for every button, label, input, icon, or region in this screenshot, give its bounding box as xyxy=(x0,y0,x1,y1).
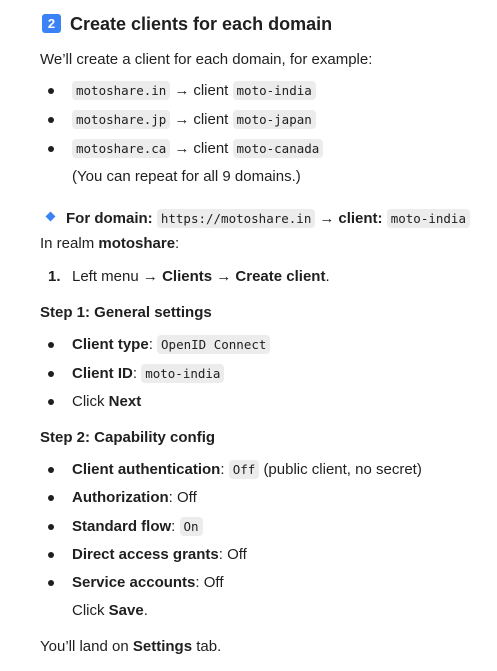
settings-tab-name: Settings xyxy=(132,638,193,655)
domain-line: For domain: https://motoshare.in→client:… xyxy=(66,209,470,229)
client-code: moto-india xyxy=(232,81,316,100)
authorization-label: Authorization xyxy=(72,489,169,506)
step2-title: Step 2: Capability config xyxy=(40,429,216,446)
save-target: Save xyxy=(108,602,144,619)
realm-suffix: : xyxy=(175,235,180,252)
domain-code: motoshare.jp xyxy=(72,110,171,129)
domain-code: motoshare.in xyxy=(72,81,171,100)
service-accounts-label: Service accounts xyxy=(72,574,196,591)
client-type-code: OpenID Connect xyxy=(157,335,271,354)
list-number: 1. xyxy=(48,268,61,285)
service-accounts-item: Service accounts: Off xyxy=(72,574,224,591)
menu-prefix: Left menu xyxy=(72,268,143,285)
footer-prefix: You’ll land on xyxy=(40,638,133,655)
click-prefix: Click xyxy=(72,602,109,619)
client-word: client xyxy=(193,111,229,128)
client-id-item: Client ID: moto-india xyxy=(72,364,225,384)
footer-suffix: tab. xyxy=(192,638,222,655)
example-item-3: motoshare.ca→client moto-canada xyxy=(72,139,324,159)
realm-name: motoshare xyxy=(98,235,176,252)
step1-title: Step 1: General settings xyxy=(40,304,212,321)
bullet xyxy=(48,399,54,405)
arrow: → xyxy=(142,268,158,285)
next-target: Next xyxy=(108,393,142,410)
step-list-item: Left menu → Clients → Create client. xyxy=(72,267,330,287)
arrow: → xyxy=(216,268,232,285)
client-auth-item: Client authentication: Off (public clien… xyxy=(72,460,422,479)
domain-url-code: https://motoshare.in xyxy=(156,209,316,228)
arrow: → xyxy=(319,210,335,227)
bullet xyxy=(48,342,54,348)
example-item-1: motoshare.in→client moto-india xyxy=(72,81,316,101)
arrow: → xyxy=(174,82,190,99)
domain-code: motoshare.ca xyxy=(72,139,171,158)
arrow: → xyxy=(174,111,190,128)
example-item-2: motoshare.jp→client moto-japan xyxy=(72,110,316,130)
bullet xyxy=(48,467,54,473)
direct-access-item: Direct access grants: Off xyxy=(72,546,247,563)
domain-label: For domain: xyxy=(66,210,153,227)
bullet xyxy=(48,495,54,501)
client-auth-code: Off xyxy=(228,460,260,479)
realm-line: In realm motoshare: xyxy=(40,234,179,254)
footer-text: You’ll land on Settings tab. xyxy=(40,637,221,657)
intro-text: We’ll create a client for each domain, f… xyxy=(40,51,373,68)
client-type-item: Client type: OpenID Connect xyxy=(72,335,271,355)
client-word: client xyxy=(193,140,229,157)
bullet xyxy=(48,371,54,377)
client-auth-label: Client authentication xyxy=(72,461,221,478)
step-number-badge: 2 xyxy=(42,14,61,33)
menu-clients: Clients xyxy=(162,268,213,285)
client-word: client xyxy=(193,82,229,99)
direct-access-label: Direct access grants xyxy=(72,546,219,563)
authorization-item: Authorization: Off xyxy=(72,489,197,506)
bullet xyxy=(48,88,54,94)
direct-access-value: Off xyxy=(227,546,247,563)
bullet xyxy=(48,524,54,530)
standard-flow-label: Standard flow xyxy=(72,518,172,535)
bullet xyxy=(48,580,54,586)
arrow: → xyxy=(174,140,190,157)
client-id-code: moto-india xyxy=(141,364,225,383)
click-save-item: Click Save. xyxy=(72,601,148,621)
menu-create-client: Create client xyxy=(235,268,326,285)
client-code: moto-canada xyxy=(232,139,324,158)
bullet xyxy=(48,552,54,558)
client-code: moto-india xyxy=(386,209,470,228)
repeat-note: (You can repeat for all 9 domains.) xyxy=(72,168,301,185)
client-auth-note: (public client, no secret) xyxy=(263,461,422,478)
client-label: client: xyxy=(338,210,383,227)
client-code: moto-japan xyxy=(232,110,316,129)
client-id-label: Client ID xyxy=(72,365,133,382)
click-suffix: . xyxy=(143,602,148,619)
service-accounts-value: Off xyxy=(203,574,224,591)
standard-flow-item: Standard flow: On xyxy=(72,517,203,537)
diamond-icon xyxy=(45,211,56,222)
realm-prefix: In realm xyxy=(40,235,99,252)
bullet xyxy=(48,146,54,152)
click-next-item: Click Next xyxy=(72,392,141,412)
section-heading: Create clients for each domain xyxy=(70,14,333,34)
menu-suffix: . xyxy=(325,268,330,285)
authorization-value: Off xyxy=(177,489,197,506)
standard-flow-code: On xyxy=(179,517,203,536)
click-prefix: Click xyxy=(72,393,109,410)
bullet xyxy=(48,117,54,123)
client-type-label: Client type xyxy=(72,336,149,353)
